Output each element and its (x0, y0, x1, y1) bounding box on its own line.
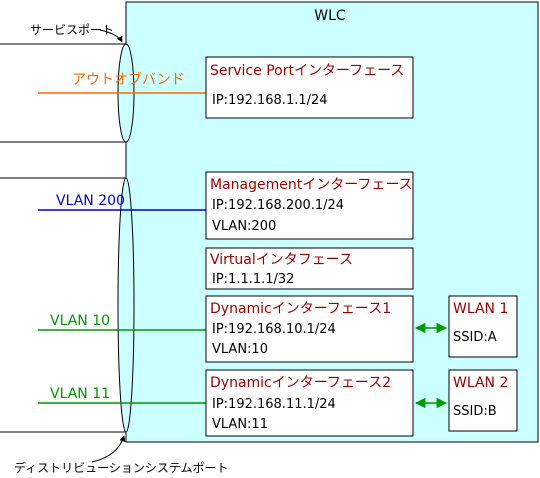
dynamic-interface-2-ip: IP:192.168.11.1/24 (212, 397, 336, 412)
service-port-interface-title: Service Portインターフェース (210, 63, 404, 79)
dynamic-interface-2-vlan: VLAN:11 (212, 417, 268, 432)
dynamic-interface-2-box: Dynamicインターフェース2 IP:192.168.11.1/24 VLAN… (205, 369, 414, 437)
dynamic-interface-1-box: Dynamicインターフェース1 IP:192.168.10.1/24 VLAN… (205, 295, 414, 363)
management-interface-box: Managementインターフェース IP:192.168.200.1/24 V… (205, 171, 414, 240)
service-port-label: サービスポート (30, 23, 114, 37)
vlan200-label: VLAN 200 (56, 193, 125, 209)
virtual-interface-title: Virtualインタフェース (210, 252, 353, 268)
dynamic-interface-1-ip: IP:192.168.10.1/24 (212, 322, 336, 337)
wlc-title: WLC (314, 8, 346, 24)
distribution-port-cable (0, 177, 135, 433)
dynamic-interface-1-vlan: VLAN:10 (212, 342, 268, 357)
dynamic-interface-2-title: Dynamicインターフェース2 (210, 375, 391, 391)
wlan-1-title: WLAN 1 (453, 301, 508, 317)
distribution-port-pointer (91, 435, 126, 463)
vlan11-label: VLAN 11 (50, 386, 110, 402)
service-port-pointer (99, 29, 123, 43)
service-port-interface-box: Service Portインターフェース IP:192.168.1.1/24 (205, 56, 414, 119)
distribution-port-label: ディストリビューションシステムポート (14, 460, 229, 475)
wlan-1-box: WLAN 1 SSID:A (448, 295, 518, 358)
wlan-2-title: WLAN 2 (453, 375, 508, 391)
wlan-2-box: WLAN 2 SSID:B (448, 369, 518, 432)
management-interface-ip: IP:192.168.200.1/24 (212, 198, 344, 213)
wlan-1-ssid: SSID:A (453, 330, 497, 345)
virtual-interface-box: Virtualインタフェース IP:1.1.1.1/32 (205, 247, 414, 290)
vlan10-label: VLAN 10 (50, 313, 110, 329)
wlan-2-ssid: SSID:B (453, 404, 497, 419)
service-port-interface-ip: IP:192.168.1.1/24 (212, 93, 328, 108)
management-interface-title: Managementインターフェース (210, 177, 413, 193)
dynamic-interface-1-title: Dynamicインターフェース1 (210, 301, 391, 317)
virtual-interface-ip: IP:1.1.1.1/32 (212, 272, 294, 287)
management-interface-vlan: VLAN:200 (212, 219, 276, 234)
out-of-band-label: アウトオブバンド (72, 71, 185, 88)
